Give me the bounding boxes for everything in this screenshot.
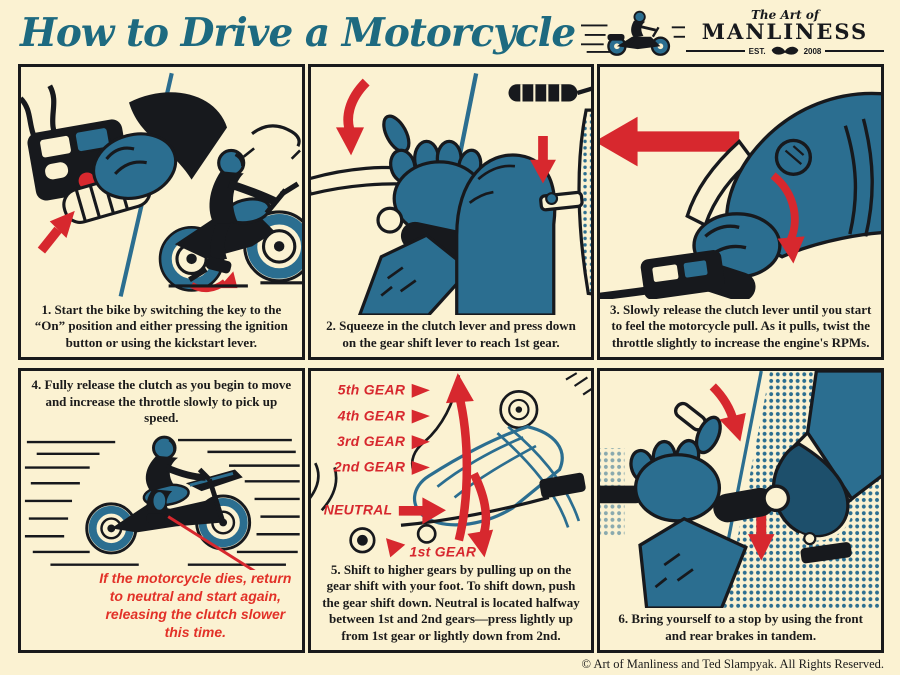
panel-1-start-bike: 1. Start the bike by switching the key t…: [18, 64, 305, 360]
panel-4-note: If the motorcycle dies, return to neutra…: [99, 570, 292, 641]
panel-2-art: [310, 73, 592, 315]
logo-name: MANLINESS: [701, 18, 869, 44]
panel-2-illustration: [310, 67, 592, 315]
logo-rule-right: [825, 50, 885, 53]
panel-5-art: 5th GEAR 4th GEAR 3rd GEAR 2nd GEAR NEUT…: [310, 372, 592, 559]
panel-grid: 1. Start the bike by switching the key t…: [18, 64, 884, 653]
gear-label-3rd: 3rd GEAR: [337, 433, 405, 449]
gear-label-5th: 5th GEAR: [337, 382, 404, 398]
gear-arrow-4th-icon: [411, 409, 430, 424]
panel-5-illustration: 5th GEAR 4th GEAR 3rd GEAR 2nd GEAR NEUT…: [310, 371, 592, 559]
panel-6-caption: 6. Bring yourself to a stop by using the…: [618, 611, 863, 643]
panel-4-full-release: 4. Fully release the clutch as you begin…: [18, 368, 305, 653]
panel-3-art: [600, 91, 881, 299]
downshift-arrow-icon: [467, 471, 493, 558]
panel-3-illustration: [600, 67, 881, 299]
gear-arrow-5th-icon: [411, 383, 430, 398]
gear-arrow-2nd-icon: [411, 461, 430, 475]
rear-brake-scene: [713, 371, 881, 608]
logo-est: EST.: [748, 46, 766, 56]
note-pointer-line: [167, 514, 258, 571]
arrow-up-ignition-icon: [37, 210, 75, 254]
panel-1-caption: 1. Start the bike by switching the key t…: [34, 301, 288, 350]
panel-5-caption: 5. Shift to higher gears by pulling up o…: [322, 561, 580, 643]
arrow-down-clutch-icon: [335, 78, 370, 156]
motorcycle-rider-icon: [581, 10, 686, 56]
page-title: How to Drive a Motorcycle: [20, 9, 576, 56]
gear-arrow-neutral-icon: [398, 497, 446, 525]
panel-6-art: [600, 371, 881, 608]
logo-year: 2008: [803, 46, 822, 56]
logo-tagline: The Art of: [751, 7, 819, 22]
ignition-switch-scene: [21, 84, 228, 254]
arrow-down-front-brake-icon: [709, 383, 747, 442]
gear-label-4th: 4th GEAR: [336, 407, 404, 423]
gear-arrow-3rd-icon: [411, 435, 430, 450]
art-of-manliness-logo: The Art of MANLINESS EST. 2008: [686, 7, 885, 57]
logo-rule-left: [686, 50, 745, 53]
switch-housing: [640, 250, 726, 299]
panel-2-clutch-gear: 2. Squeeze in the clutch lever and press…: [307, 64, 595, 360]
panel-4-caption: 4. Fully release the clutch as you begin…: [31, 377, 292, 425]
panel-6-braking: 6. Bring yourself to a stop by using the…: [597, 368, 884, 653]
speed-lines: [24, 438, 300, 566]
upshift-arrow-icon: [445, 373, 474, 542]
panel-3-release-clutch: 3. Slowly release the clutch lever until…: [597, 64, 884, 360]
arrow-left-release-icon: [600, 116, 740, 167]
kickstart-scene: [158, 124, 302, 293]
gear-label-2nd: 2nd GEAR: [333, 459, 405, 475]
panel-1-illustration: [21, 67, 302, 299]
panel-4-art: [24, 435, 300, 571]
gear-label-1st: 1st GEAR: [409, 543, 476, 558]
panel-5-shift-gears: 5th GEAR 4th GEAR 3rd GEAR 2nd GEAR NEUT…: [307, 368, 595, 653]
gear-shift-press-scene: [454, 84, 592, 315]
header: How to Drive a Motorcycle The Art of MAN…: [0, 0, 900, 62]
panel-4-illustration: [21, 429, 302, 571]
arrow-down-gearshift-icon: [529, 136, 556, 184]
mustache-icon: [771, 46, 798, 55]
arrow-twist-throttle-icon: [770, 172, 806, 264]
panel-2-caption: 2. Squeeze in the clutch lever and press…: [326, 318, 576, 350]
gear-label-neutral: NEUTRAL: [323, 502, 392, 518]
copyright-text: © Art of Manliness and Ted Slampyak. All…: [581, 657, 884, 671]
front-brake-scene: [600, 383, 791, 608]
panel-1-art: [21, 72, 302, 297]
gear-arrow-1st-icon: [385, 538, 405, 558]
panel-3-caption: 3. Slowly release the clutch lever until…: [610, 301, 872, 350]
panel-6-illustration: [600, 371, 881, 608]
